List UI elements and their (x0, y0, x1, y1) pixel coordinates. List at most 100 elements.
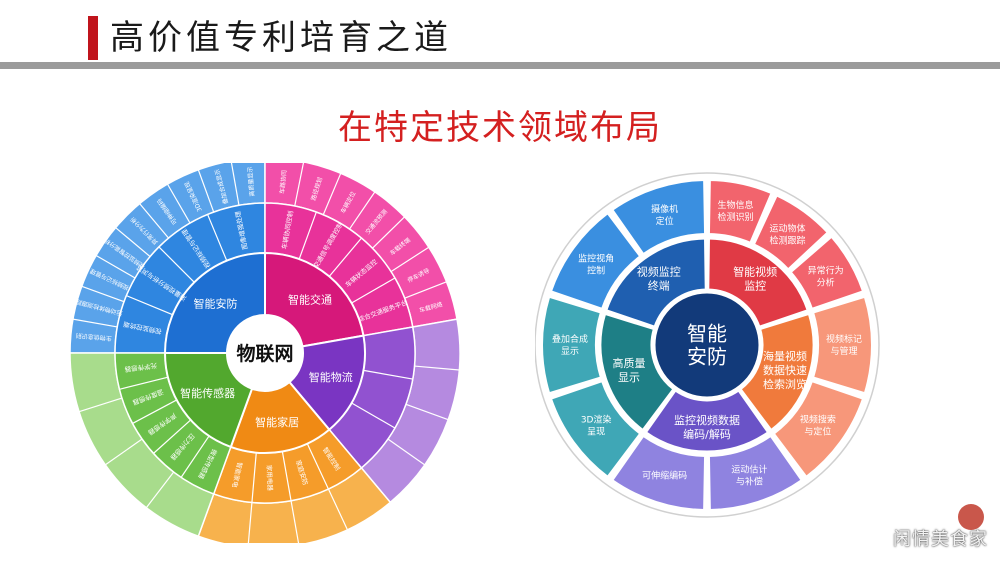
outer-cell-divider (72, 318, 118, 328)
inner-segment-text: 视频监控 (637, 265, 681, 279)
page-title: 高价值专利培育之道 (110, 18, 452, 58)
center-text: 安防 (687, 345, 727, 369)
outer-segment-text: 视频标记 (826, 333, 862, 345)
middle-cell-divider (328, 237, 362, 277)
outer-cell-divider (81, 285, 125, 303)
center-label: 物联网 (236, 342, 293, 365)
outer-segment (610, 434, 707, 511)
outer-segment-text: 运动估计 (731, 463, 767, 475)
header-accent-bar (88, 16, 98, 60)
watermark: 闲情美食家 (893, 529, 988, 550)
inner-segment (737, 311, 816, 433)
slide-number-badge (958, 504, 984, 530)
inner-segment (603, 236, 708, 330)
outer-segment-text: 显示 (561, 346, 579, 357)
middle-cell-divider (158, 246, 195, 283)
center-hub (652, 290, 762, 400)
outer-cell-divider (387, 438, 426, 466)
outer-segment (772, 379, 865, 479)
outer-cell-divider (247, 502, 253, 543)
outer-segment-text: 与管理 (830, 345, 857, 357)
inner-segment-text: 监控 (744, 279, 766, 293)
outer-segment-text: 视频搜索 (800, 414, 836, 426)
middle-cell-divider (363, 369, 413, 380)
outer-segment-text: 检测识别 (717, 211, 753, 223)
inner-segment-text: 智能视频 (733, 265, 777, 279)
outer-segment (707, 179, 773, 245)
outer-cell-divider (230, 163, 240, 206)
outer-cell-divider (405, 403, 449, 421)
middle-ring-label: 家用电器 (265, 465, 275, 492)
outer-cell-divider (414, 365, 460, 371)
outer-cell-divider (371, 216, 406, 249)
outer-cell-divider (145, 471, 175, 509)
outer-segment-text: 监控视角 (578, 253, 614, 265)
outer-segment-label: 视频标记与管理 (826, 333, 862, 357)
outer-segment (789, 235, 865, 311)
middle-cell-divider (180, 435, 210, 478)
inner-segment-text: 数据快速 (763, 363, 807, 377)
middle-ring-label: 光学传感器 (124, 361, 158, 374)
outer-segment (549, 211, 642, 311)
outer-cell-divider (104, 438, 143, 466)
center-label: 智能安防 (687, 322, 727, 369)
outer-segment-text: 与补偿 (736, 475, 763, 487)
middle-cell-divider (207, 214, 228, 261)
outer-segment (811, 295, 873, 395)
inner-segment-text: 海量视频 (763, 349, 807, 363)
inner-segment-text: 监控视频数据 (674, 413, 740, 427)
outer-segment (541, 295, 603, 395)
outer-segment (707, 434, 804, 511)
middle-cell-divider (351, 277, 396, 304)
outer-segment-text: 可伸缩编码 (642, 469, 687, 481)
inner-segment-text: 显示 (618, 371, 640, 384)
middle-cell-divider (281, 451, 292, 501)
middle-cell-divider (119, 376, 169, 390)
inner-segment-label: 视频监控终端 (637, 265, 681, 293)
center-hub (227, 315, 303, 391)
center-text: 智能 (687, 322, 727, 346)
outer-segment-label: 3D渲染呈现 (581, 414, 612, 438)
outer-ring-label: 车路协同 (278, 170, 288, 195)
slide-subtitle: 在特定技术领域布局 (338, 108, 662, 148)
outer-segment-text: 与定位 (804, 426, 831, 438)
security-wheel-diagram: 监控视角控制摄像机定位生物信息检测识别运动物体检测跟踪异常行为分析视频标记与管理… (535, 172, 880, 518)
outer-cell-divider (78, 397, 123, 413)
sector-label: 智能传感器 (180, 386, 235, 400)
outer-segment-text: 摄像机 (651, 203, 678, 215)
sector-label: 智能物流 (309, 370, 353, 384)
middle-cell-divider (351, 402, 396, 429)
middle-cell-divider (132, 399, 177, 424)
iot-wheel-diagram: 智能安防视频监控终端海量视频分析与浏览视频标记与管理图像增强处理生物信息识别运动… (69, 163, 460, 543)
outer-cell-divider (322, 173, 342, 216)
outer-cell-divider (290, 500, 300, 543)
outer-segment (610, 179, 707, 256)
inner-segment (706, 236, 811, 330)
outer-cell-divider (166, 183, 191, 224)
sector-label: 智能安防 (194, 297, 238, 311)
outer-ring-label: 生物信息识别 (75, 331, 112, 342)
inner-segment-text: 高质量 (613, 356, 646, 370)
outer-segment-label: 可伸缩编码 (642, 469, 687, 481)
middle-cell-divider (298, 211, 317, 260)
outer-cell-divider (139, 203, 170, 239)
inner-segment-text: 检索浏览 (763, 377, 807, 391)
inner-segment (598, 311, 677, 433)
inner-segment (643, 387, 771, 454)
outer-cell-divider (327, 488, 348, 530)
middle-cell-divider (251, 452, 257, 503)
outer-segment-text: 定位 (656, 215, 674, 227)
middle-cell-divider (126, 295, 173, 316)
header-divider (0, 62, 1000, 69)
outer-segment-text: 叠加合成 (552, 333, 588, 345)
outer-cell-divider (197, 169, 215, 213)
inner-segment-label: 高质量显示 (613, 356, 646, 384)
outer-cell-divider (294, 163, 305, 207)
outer-cell-divider (95, 254, 136, 279)
outer-cell-divider (390, 246, 430, 273)
